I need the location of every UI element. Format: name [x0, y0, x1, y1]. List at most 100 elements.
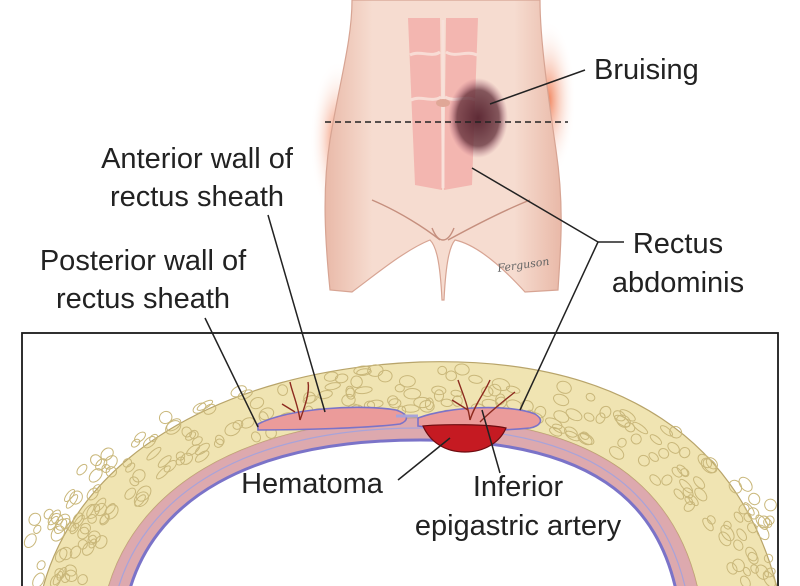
fat-lobule: [52, 571, 64, 586]
fat-lobule: [99, 513, 110, 525]
fat-lobule: [76, 463, 88, 476]
fat-lobule: [599, 405, 612, 419]
fat-lobule: [660, 425, 673, 437]
fat-lobule: [88, 538, 98, 549]
fascia-inner-line: [118, 427, 686, 586]
fat-lobule: [764, 498, 777, 512]
fat-lobule: [49, 574, 62, 586]
fat-lobule: [728, 479, 743, 494]
fat-lobule: [748, 492, 761, 506]
fat-lobule: [124, 487, 137, 500]
fat-lobule: [585, 392, 596, 402]
fat-lobule: [661, 474, 673, 486]
fat-lobule: [356, 368, 372, 376]
fat-lobule: [129, 476, 140, 487]
fat-lobule: [230, 385, 247, 398]
fat-lobule: [142, 436, 157, 449]
fat-lobule: [745, 546, 758, 562]
fat-lobule: [738, 476, 753, 492]
fat-lobule: [103, 455, 118, 470]
fat-lobule: [440, 398, 453, 408]
fat-lobule: [669, 425, 683, 439]
fat-lobule: [194, 450, 210, 463]
fat-lobule: [47, 515, 60, 531]
fat-lobule: [77, 539, 88, 550]
fat-lobule: [468, 374, 483, 384]
fat-lobule: [624, 422, 636, 433]
label-anterior-wall-line2: rectus sheath: [110, 181, 284, 213]
fat-lobule: [733, 511, 744, 523]
fat-lobule: [77, 526, 90, 540]
fat-lobule: [506, 385, 521, 394]
fat-lobule: [403, 388, 422, 400]
fat-lobule: [87, 514, 97, 524]
fat-lobule: [77, 574, 88, 586]
fat-lobule: [354, 386, 373, 395]
fat-lobule: [194, 442, 210, 456]
fat-lobule: [683, 501, 696, 512]
fat-lobule: [69, 522, 80, 535]
fat-lobule: [64, 564, 77, 577]
fat-lobule: [28, 512, 42, 526]
fat-lobule: [431, 385, 447, 396]
fat-lobule: [676, 464, 689, 477]
fat-lobule: [180, 452, 193, 465]
fat-lobule: [433, 389, 445, 402]
hematoma-leader: [397, 437, 451, 481]
fat-lobule: [36, 560, 46, 571]
fat-lobule: [146, 446, 162, 461]
fat-lobule: [185, 431, 197, 441]
fat-lobule: [723, 520, 732, 530]
fat-lobule: [612, 410, 626, 422]
label-posterior-wall-line2: rectus sheath: [56, 283, 230, 315]
fat-lobule: [95, 458, 108, 471]
fat-lobule: [32, 572, 45, 586]
fat-lobule: [377, 369, 393, 383]
fat-lobule: [738, 503, 750, 515]
fat-lobule: [437, 365, 448, 376]
fat-lobule: [122, 458, 133, 468]
fat-lobule: [693, 476, 706, 489]
fat-lobule: [394, 383, 405, 393]
fat-lobule: [196, 399, 214, 411]
fat-lobule: [565, 408, 583, 422]
rectus-muscle-leader: [471, 167, 599, 243]
label-bruising: Bruising: [594, 54, 699, 86]
fat-lobule: [673, 488, 685, 500]
fat-lobule: [667, 441, 680, 454]
fat-lobule: [367, 364, 384, 377]
fat-lobule: [648, 452, 659, 462]
label-artery-line2: epigastric artery: [415, 510, 622, 542]
inferior-epigastric-vessels: [281, 379, 516, 423]
fat-lobule: [203, 403, 217, 415]
fat-lobule: [86, 487, 99, 501]
fat-lobule: [763, 518, 773, 528]
fat-lobule: [419, 399, 435, 413]
fat-lobule: [413, 396, 432, 409]
anterior-wall-leader: [267, 214, 326, 413]
fat-lobule: [491, 378, 511, 392]
fat-lobule: [350, 375, 363, 389]
fat-lobule: [764, 567, 776, 578]
fat-lobule: [133, 491, 149, 507]
artery-leader: [481, 409, 501, 474]
fat-lobule: [732, 558, 745, 573]
posterior-wall-leader: [204, 317, 259, 428]
fat-lobule: [345, 385, 355, 398]
fat-lobule: [104, 504, 119, 520]
fat-lobule: [684, 495, 694, 506]
fat-lobule: [630, 433, 642, 445]
label-rectus-line2: abdominis: [612, 267, 744, 299]
fat-lobule: [69, 490, 83, 505]
cross-section-frame: [21, 332, 779, 586]
fat-lobule: [763, 553, 774, 564]
fat-lobule: [324, 382, 341, 391]
fat-lobule: [743, 502, 755, 516]
fat-lobule: [750, 564, 759, 574]
fat-lobule: [224, 422, 241, 437]
fat-lobule: [156, 465, 171, 480]
abdominal-muscle-layer: [108, 418, 698, 586]
fat-lobule: [166, 418, 182, 432]
fat-lobule: [688, 494, 699, 507]
